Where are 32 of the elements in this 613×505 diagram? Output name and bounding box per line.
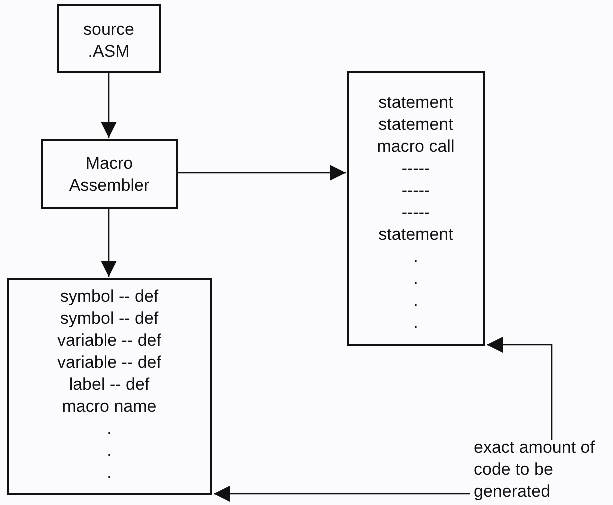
list-entry: symbol -- def [60,286,159,308]
list-entry: ----- [402,158,430,180]
listing-box [347,71,485,346]
arrow [214,486,470,502]
list-entry: . [414,246,418,268]
list-entry: . [107,462,112,484]
note-text: exact amount of code to be generated [474,437,596,503]
arrow [101,73,117,138]
list-entry: . [414,312,418,334]
list-entry: . [414,290,418,312]
list-entry: symbol -- def [60,308,159,330]
file-box [57,4,161,73]
box-label: source .ASM [82,19,136,63]
arrow [178,165,346,181]
list-entry: statement [378,114,454,136]
arrow [101,209,117,277]
list-entry: ----- [402,202,430,224]
list-entry: label -- def [69,374,150,396]
list-entry: . [107,418,112,440]
list-entry: ----- [402,180,430,202]
arrow [487,337,553,440]
table-box [7,278,212,495]
box-label: Macro Assembler [68,153,151,197]
list-entry: statement [378,224,454,246]
list-entry: . [414,268,418,290]
list-entry: macro call [377,136,455,158]
list-entry: variable -- def [58,352,162,374]
list-entry: . [107,440,112,462]
list-entry: statement [378,92,454,114]
list-entry: macro name [62,396,157,418]
process-box [41,139,178,209]
list-entry: variable -- def [58,330,162,352]
